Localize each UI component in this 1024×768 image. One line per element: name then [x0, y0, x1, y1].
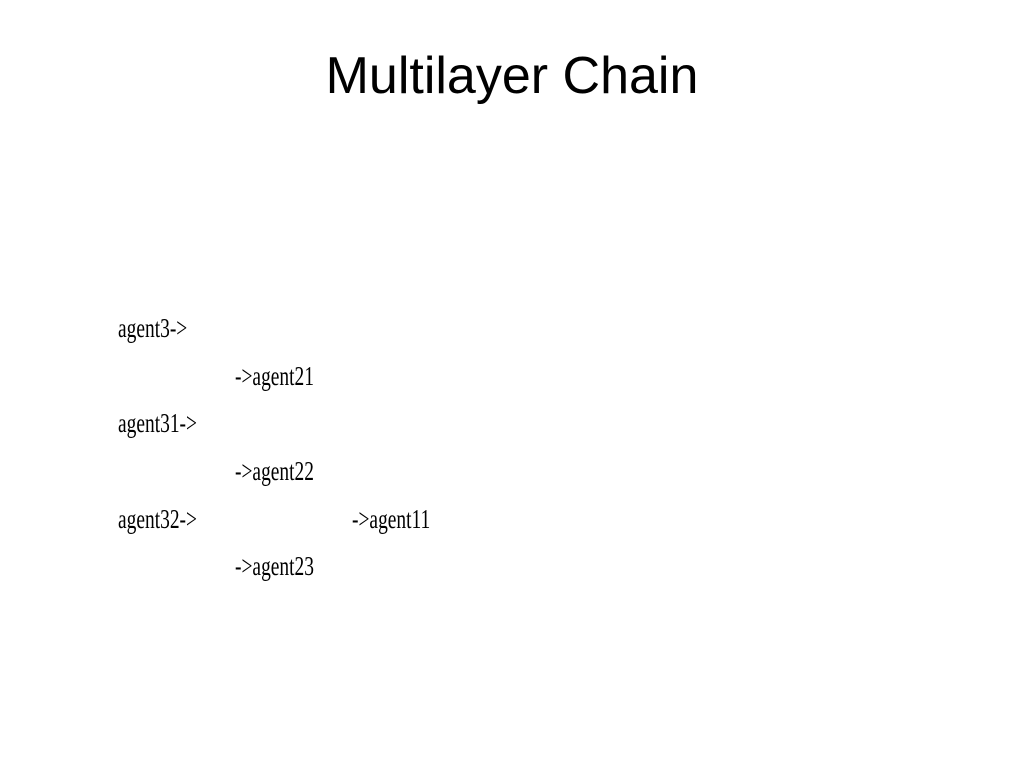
- slide-title: Multilayer Chain: [325, 47, 699, 105]
- chain-entry-agent31: agent31->: [118, 408, 197, 438]
- chain-entry-agent11: ->agent11: [352, 504, 431, 534]
- chain-entry-agent23: ->agent23: [235, 551, 314, 581]
- chain-entry-agent3: agent3->: [118, 313, 188, 343]
- chain-entry-agent32: agent32->: [118, 504, 197, 534]
- chain-entry-agent22: ->agent22: [235, 456, 314, 486]
- chain-entry-agent21: ->agent21: [235, 361, 314, 391]
